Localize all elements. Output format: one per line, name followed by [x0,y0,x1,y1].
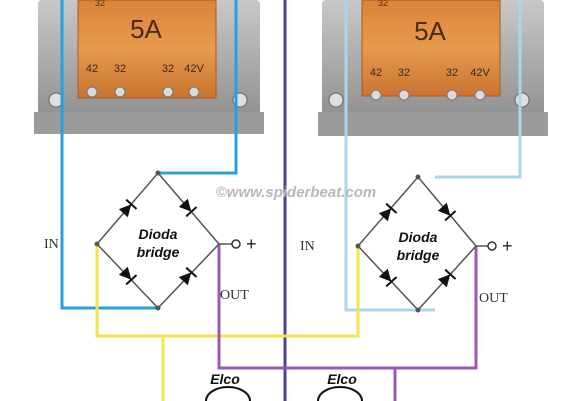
transformer-rating: 5A [414,16,446,46]
transformer-top-label: 32 [378,0,388,8]
transformer-coil [361,0,501,97]
tap-label: 42V [184,63,204,75]
diode-icon [118,198,138,218]
diode-bridge-right: Dioda bridge + IN OUT [300,174,513,313]
ac-wire [344,0,435,312]
node-dot [155,170,161,176]
transformer-coil [77,0,217,99]
output-terminal-icon [487,241,497,251]
ac-wire [60,0,158,310]
tap-label: 32 [162,63,174,75]
mounting-hole [514,92,530,108]
terminal-screw [398,89,410,101]
mounting-hole [328,92,344,108]
terminal-screw [446,89,458,101]
node-dot [94,241,100,247]
capacitor-label: Elco [327,371,357,387]
out-label: OUT [479,291,508,306]
bridge-label-line1: Dioda [139,226,178,242]
right-ac-wires [344,0,522,312]
terminal-screw [188,86,200,98]
diode-icon [118,266,138,286]
plus-label: + [246,234,257,254]
tap-label: 32 [446,67,458,79]
transformer-right: 32 5A 42 32 32 42V [318,0,548,136]
tap-label: 42V [470,67,490,79]
tap-label: 32 [114,63,126,75]
diode-icon [437,268,457,288]
diode-icon [378,268,398,288]
transformer-base [34,112,264,134]
terminal-screw [474,89,486,101]
transformer-top-label: 32 [95,0,105,8]
positive-wires [217,244,478,401]
node-dot [415,174,421,180]
diode-icon [378,202,398,222]
capacitor-icon [317,386,363,401]
bridge-label-line2: bridge [137,244,180,260]
tap-label: 32 [398,67,410,79]
output-terminal-icon [231,239,241,249]
terminal-screw [370,89,382,101]
capacitor-icon [205,386,251,401]
negative-wires [95,244,360,401]
capacitor-right: Elco [317,371,363,401]
node-dot [355,243,361,249]
ac-wire [435,0,522,179]
terminal-screw [162,86,174,98]
negative-wire [95,244,360,338]
positive-wire [217,244,397,401]
capacitor-left: Elco [205,371,251,401]
diode-icon [178,198,198,218]
in-label: IN [44,237,59,252]
ac-wire [158,0,238,175]
out-label: OUT [220,288,249,303]
capacitor-label: Elco [210,371,240,387]
left-ac-wires [60,0,238,310]
transformer-base [318,112,548,136]
plus-label: + [502,236,513,256]
terminal-screw [86,86,98,98]
bridge-label-line2: bridge [397,247,440,263]
positive-wire [395,246,478,370]
in-label: IN [300,239,315,254]
transformer-rating: 5A [130,14,162,44]
bridge-label-line1: Dioda [399,229,438,245]
diode-bridge-left: Dioda bridge + IN OUT [44,170,257,311]
tap-label: 42 [370,67,382,79]
tap-label: 42 [86,63,98,75]
node-dot [415,307,421,313]
node-dot [155,305,161,311]
watermark-text: ©www.spiderbeat.com [216,184,377,201]
transformer-left: 32 5A 42 32 32 42V [34,0,264,134]
diode-icon [437,202,457,222]
diode-icon [178,266,198,286]
terminal-screw [114,86,126,98]
